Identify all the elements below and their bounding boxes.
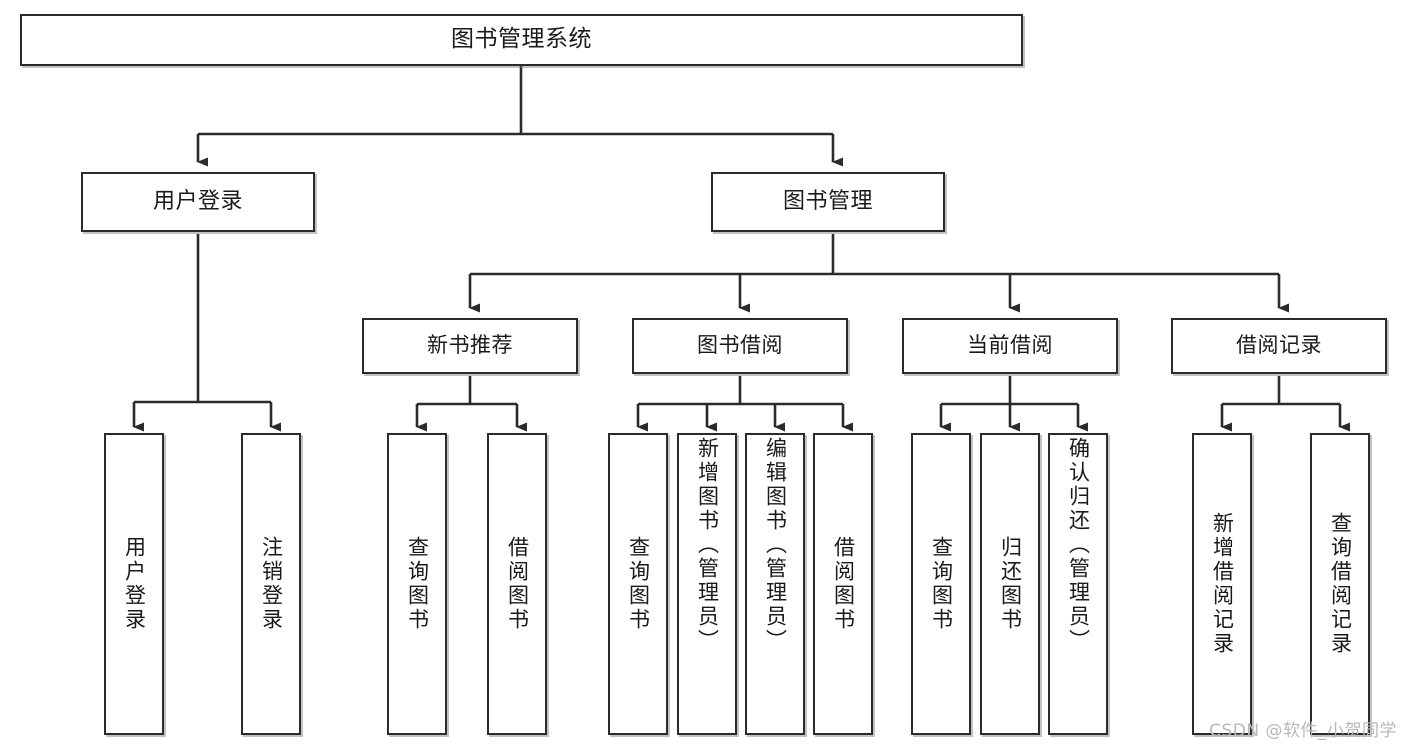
leaf-label-query-book-new-recommend: 查询图书 xyxy=(405,536,430,632)
leaf-label-borrow-book-borrow: 借阅图书 xyxy=(831,536,856,632)
node-user-login[interactable]: 用户登录 xyxy=(81,172,315,232)
leaf-borrow-book-new-recommend[interactable]: 借阅图书 xyxy=(487,433,547,735)
leaf-borrow-book-borrow[interactable]: 借阅图书 xyxy=(813,433,873,735)
node-label-new-book-recommend: 新书推荐 xyxy=(427,333,513,358)
leaf-logout[interactable]: 注销登录 xyxy=(241,433,301,735)
leaf-edit-book-admin[interactable]: 编辑图书（管理员） xyxy=(745,433,805,735)
node-label-root: 图书管理系统 xyxy=(451,26,592,53)
leaf-label-user-login: 用户登录 xyxy=(122,536,147,632)
node-label-borrow-record: 借阅记录 xyxy=(1236,333,1322,358)
node-root-book-management-system[interactable]: 图书管理系统 xyxy=(20,14,1023,66)
leaf-label-add-borrow-record: 新增借阅记录 xyxy=(1210,512,1235,656)
leaf-user-login[interactable]: 用户登录 xyxy=(104,433,164,735)
leaf-label-query-book-current: 查询图书 xyxy=(929,536,954,632)
leaf-label-logout: 注销登录 xyxy=(259,536,284,632)
node-label-current-borrow: 当前借阅 xyxy=(967,333,1053,358)
leaf-label-edit-book-admin: 编辑图书（管理员） xyxy=(763,437,788,653)
leaf-label-query-borrow-record: 查询借阅记录 xyxy=(1328,512,1353,656)
leaf-add-borrow-record[interactable]: 新增借阅记录 xyxy=(1192,433,1252,735)
leaf-label-confirm-return-admin: 确认归还（管理员） xyxy=(1066,437,1091,653)
node-current-borrow[interactable]: 当前借阅 xyxy=(902,318,1118,374)
node-borrow-record[interactable]: 借阅记录 xyxy=(1171,318,1387,374)
leaf-query-borrow-record[interactable]: 查询借阅记录 xyxy=(1310,433,1370,735)
node-label-book-management: 图书管理 xyxy=(782,188,873,214)
leaf-label-add-book-admin: 新增图书（管理员） xyxy=(695,437,720,653)
leaf-label-query-book-borrow: 查询图书 xyxy=(626,536,651,632)
leaf-confirm-return-admin[interactable]: 确认归还（管理员） xyxy=(1048,433,1108,735)
leaf-query-book-current[interactable]: 查询图书 xyxy=(911,433,971,735)
leaf-label-return-book: 归还图书 xyxy=(998,536,1023,632)
node-new-book-recommend[interactable]: 新书推荐 xyxy=(362,318,578,374)
node-book-borrow[interactable]: 图书借阅 xyxy=(632,318,848,374)
node-label-user-login: 用户登录 xyxy=(152,188,243,214)
leaf-query-book-new-recommend[interactable]: 查询图书 xyxy=(387,433,447,735)
node-label-book-borrow: 图书借阅 xyxy=(697,333,783,358)
leaf-return-book[interactable]: 归还图书 xyxy=(980,433,1040,735)
watermark-csdn: CSDN @软件_小贺同学 xyxy=(1209,721,1397,741)
leaf-query-book-borrow[interactable]: 查询图书 xyxy=(608,433,668,735)
node-book-management[interactable]: 图书管理 xyxy=(711,172,945,232)
leaf-label-borrow-book-new-recommend: 借阅图书 xyxy=(505,536,530,632)
leaf-add-book-admin[interactable]: 新增图书（管理员） xyxy=(677,433,737,735)
